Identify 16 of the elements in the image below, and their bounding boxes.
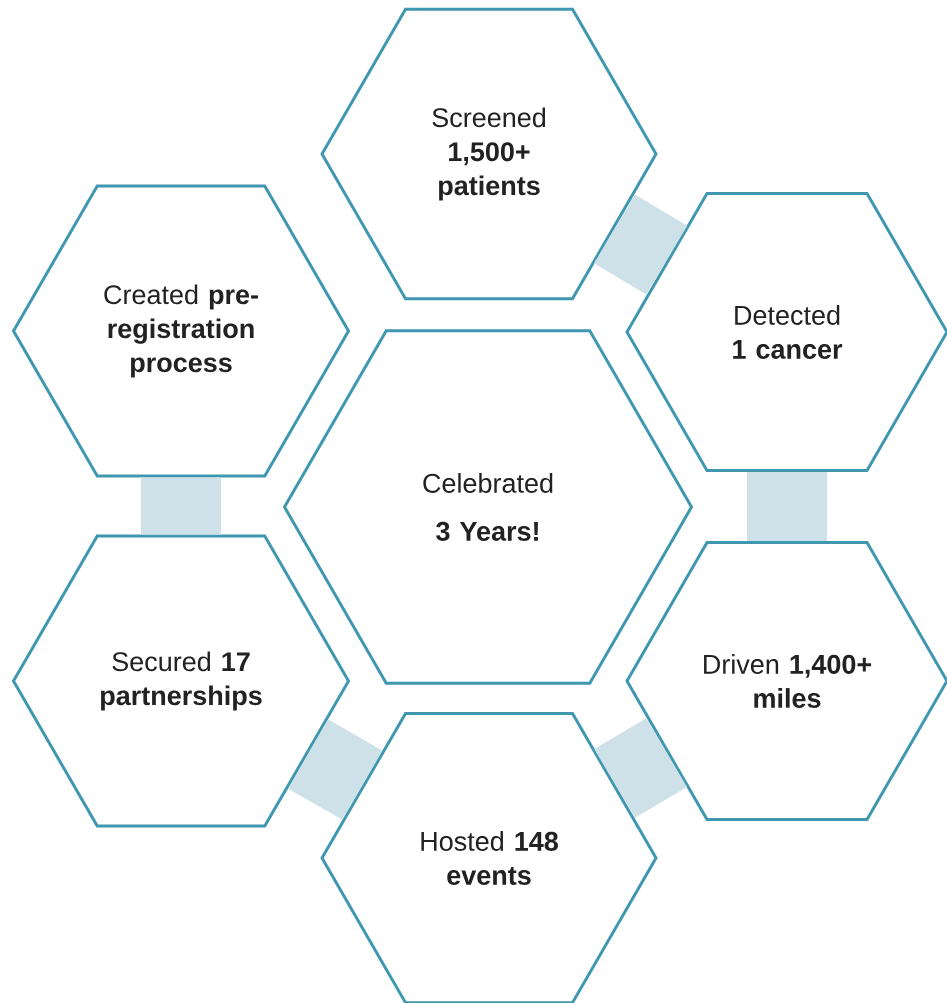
- connector-band: [593, 194, 688, 295]
- hexagon-label: Secured 17 partnerships: [101, 651, 262, 711]
- hexagon: [320, 7, 658, 301]
- connector-band: [747, 472, 827, 541]
- hexagon-label: Detected 1 cancer: [733, 305, 843, 359]
- hexagon-label: Created pre-registration process: [104, 284, 258, 378]
- connector-band: [594, 718, 687, 818]
- hexagon: [320, 711, 658, 1003]
- hexagon-label: Celebrated 3 Years!: [423, 473, 553, 541]
- connector-band: [141, 477, 221, 535]
- hexagon: [625, 540, 947, 822]
- connector-band: [288, 719, 383, 820]
- hexagon-label: Hosted 148 events: [421, 831, 558, 885]
- hexagon: [625, 191, 947, 473]
- hexagon-label: Driven 1,400+ miles: [704, 654, 872, 708]
- hexagon-label: Screened 1,500+ patients: [432, 107, 546, 201]
